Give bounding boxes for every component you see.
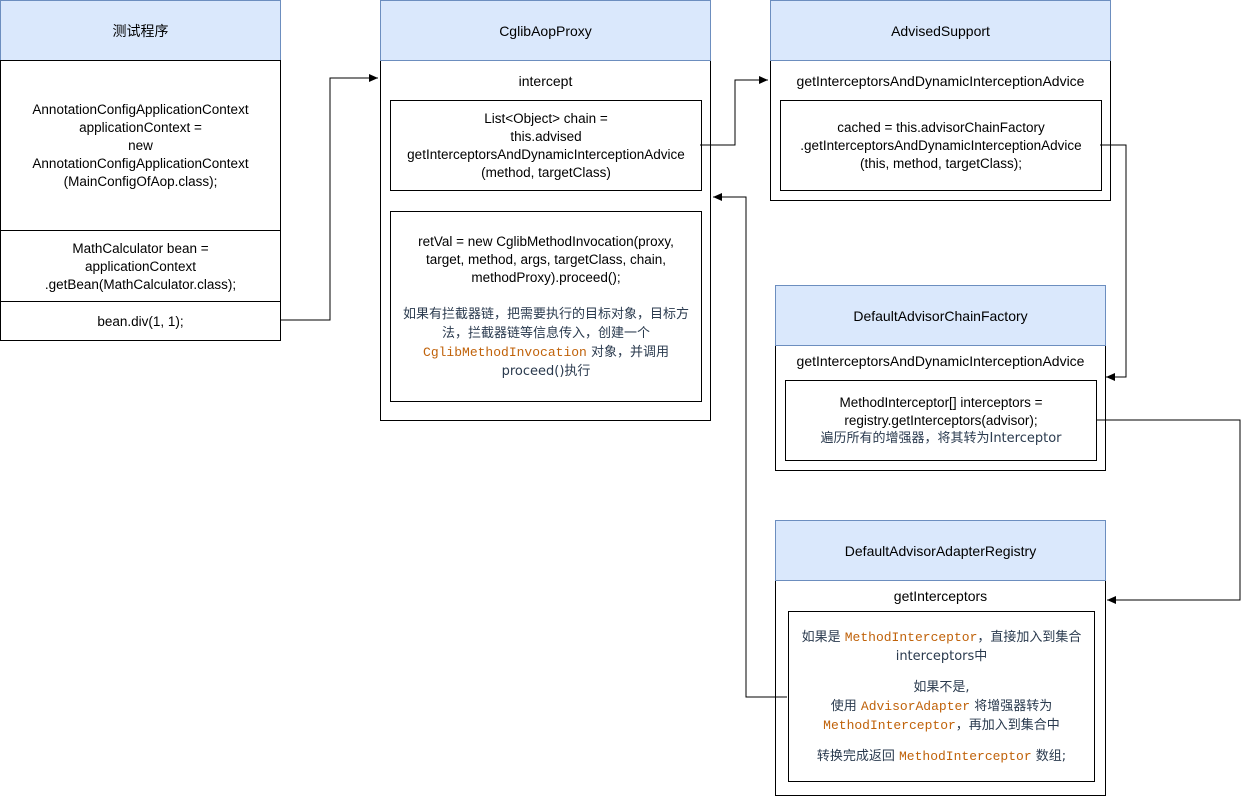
edge-cglib-to-advised <box>700 76 768 146</box>
method-interceptor-code: MethodInterceptor <box>899 748 1032 764</box>
registry-note-box: 如果是 MethodInterceptor，直接加入到集合interceptor… <box>788 611 1095 782</box>
context-line: AnnotationConfigApplicationContext <box>32 156 249 171</box>
retval-code-line: target, method, args, targetClass, chain… <box>425 251 667 267</box>
advisor-adapter-code: AdvisorAdapter <box>860 698 971 714</box>
chain-factory-title: DefaultAdvisorChainFactory <box>853 307 1028 324</box>
chain-code-line: (method, targetClass) <box>481 164 611 180</box>
edge-factory-to-registry <box>1096 419 1241 604</box>
test-program-header: 测试程序 <box>0 0 281 61</box>
factory-code-line: registry.getInterceptors(advisor); <box>844 412 1038 428</box>
bean-line: .getBean(MathCalculator.class); <box>44 276 237 292</box>
chain-factory-header: DefaultAdvisorChainFactory <box>775 285 1106 346</box>
method-interceptor-code: MethodInterceptor <box>823 717 956 733</box>
factory-code-box: MethodInterceptor[] interceptors = regis… <box>785 380 1097 461</box>
chain-code-line: this.advised <box>510 128 582 144</box>
context-line: applicationContext = <box>79 120 202 135</box>
test-program-panel: 测试程序 AnnotationConfigApplicationContext … <box>0 0 281 341</box>
adapter-registry-header: DefaultAdvisorAdapterRegistry <box>775 520 1106 581</box>
registry-method-label: getInterceptors <box>893 588 988 604</box>
advised-code-line: cached = this.advisorChainFactory <box>837 119 1045 135</box>
cglib-aop-proxy-header: CglibAopProxy <box>380 0 711 61</box>
context-line: AnnotationConfigApplicationContext <box>32 102 249 117</box>
advised-support-title: AdvisedSupport <box>891 22 990 39</box>
retval-code-line: retVal = new CglibMethodInvocation(proxy… <box>418 233 674 249</box>
factory-method-label: getInterceptorsAndDynamicInterceptionAdv… <box>796 353 1085 369</box>
intercept-method-label: intercept <box>518 73 573 89</box>
factory-note: 遍历所有的增强器，将其转为Interceptor <box>820 430 1062 446</box>
chain-code-line: getInterceptorsAndDynamicInterceptionAdv… <box>407 146 685 162</box>
advised-code-box: cached = this.advisorChainFactory .getIn… <box>780 100 1102 191</box>
bean-line: applicationContext <box>84 258 197 274</box>
advised-code-line: .getInterceptorsAndDynamicInterceptionAd… <box>800 137 1082 153</box>
cglib-aop-proxy-title: CglibAopProxy <box>499 22 592 39</box>
registry-note-direct: 如果是 MethodInterceptor，直接加入到集合interceptor… <box>801 629 1082 664</box>
cglib-aop-proxy-panel: CglibAopProxy intercept List<Object> cha… <box>380 0 711 421</box>
advised-support-header: AdvisedSupport <box>770 0 1111 61</box>
chain-code-line: List<Object> chain = <box>484 110 608 126</box>
advised-support-panel: AdvisedSupport getInterceptorsAndDynamic… <box>770 0 1111 201</box>
proceed-note: 如果有拦截器链，把需要执行的目标对象，目标方法，拦截器链等信息传入，创建一个 C… <box>402 306 689 379</box>
retval-code-line: methodProxy).proceed(); <box>471 269 621 285</box>
bean-div-call: bean.div(1, 1); <box>97 314 184 329</box>
edge-advised-to-factory <box>1100 144 1127 381</box>
cglib-method-invocation-code: CglibMethodInvocation <box>423 344 587 360</box>
registry-note-adapt: 如果不是, 使用 AdvisorAdapter 将增强器转为 MethodInt… <box>823 679 1060 733</box>
adapter-registry-panel: DefaultAdvisorAdapterRegistry getInterce… <box>775 520 1106 796</box>
chain-factory-panel: DefaultAdvisorChainFactory getIntercepto… <box>775 285 1106 471</box>
advised-code-line: (this, method, targetClass); <box>859 155 1023 171</box>
adapter-registry-title: DefaultAdvisorAdapterRegistry <box>844 542 1037 559</box>
context-line: new <box>128 138 153 153</box>
bean-line: MathCalculator bean = <box>72 240 209 256</box>
edge-registry-return-to-cglib <box>713 193 787 698</box>
get-bean-row: MathCalculator bean = applicationContext… <box>0 230 281 302</box>
factory-code-line: MethodInterceptor[] interceptors = <box>839 394 1043 410</box>
advised-method-label: getInterceptorsAndDynamicInterceptionAdv… <box>796 73 1085 89</box>
edge-test-to-cglib <box>281 74 378 321</box>
method-interceptor-code: MethodInterceptor <box>844 629 978 645</box>
test-program-title: 测试程序 <box>112 23 169 40</box>
registry-note-return: 转换完成返回 MethodInterceptor 数组; <box>816 748 1067 764</box>
context-creation-row: AnnotationConfigApplicationContext appli… <box>0 60 281 231</box>
bean-div-row: bean.div(1, 1); <box>0 301 281 341</box>
context-line: (MainConfigOfAop.class); <box>63 174 218 189</box>
proceed-code-box: retVal = new CglibMethodInvocation(proxy… <box>390 211 702 402</box>
